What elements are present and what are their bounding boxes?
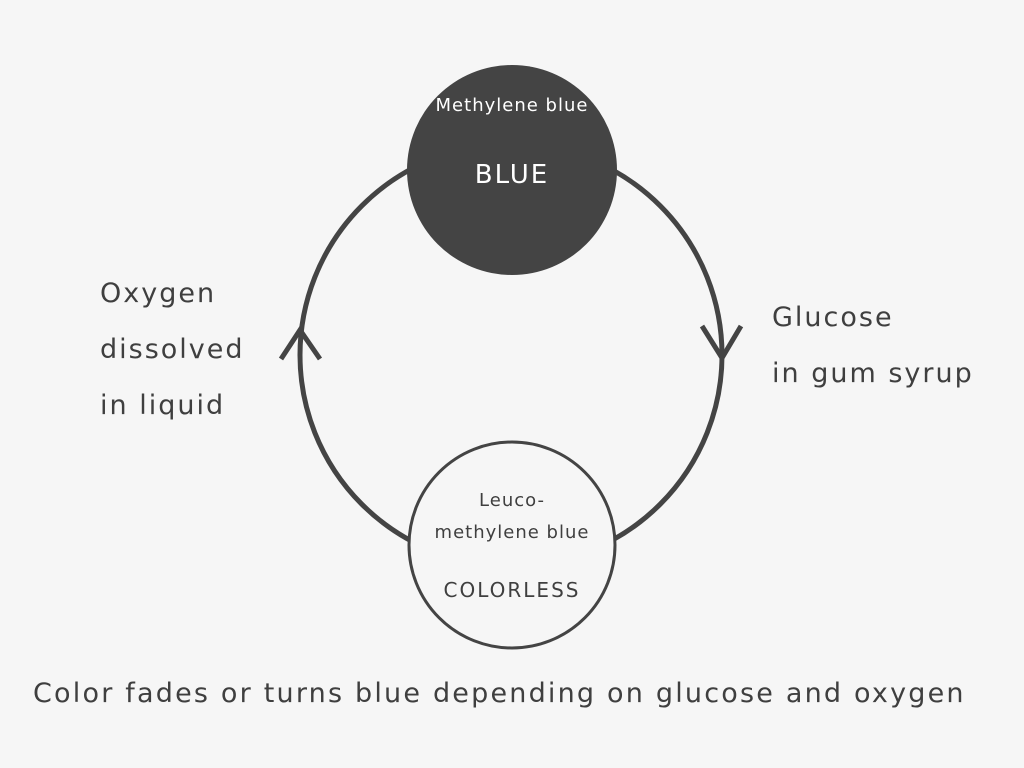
right-label-line1: Glucose: [772, 302, 894, 333]
leuco-methylene-blue-node: [407, 440, 617, 650]
bottom-node-state: COLORLESS: [443, 578, 581, 602]
left-label-line2: dissolved: [100, 334, 245, 365]
right-label: Glucose in gum syrup: [772, 290, 974, 402]
left-label-line3: in liquid: [100, 390, 226, 421]
top-node-state: BLUE: [474, 160, 550, 190]
arrow-down-icon: [699, 324, 744, 363]
bottom-node-name-1: Leuco-: [479, 490, 545, 511]
bottom-node-name-2: methylene blue: [434, 522, 590, 543]
top-node-name: Methylene blue: [435, 95, 589, 116]
methylene-blue-node: [407, 65, 617, 275]
left-label-line1: Oxygen: [100, 278, 217, 309]
left-label: Oxygen dissolved in liquid: [100, 266, 245, 434]
right-label-line2: in gum syrup: [772, 358, 974, 389]
arrow-up-icon: [278, 325, 323, 361]
caption: Color fades or turns blue depending on g…: [33, 678, 966, 709]
